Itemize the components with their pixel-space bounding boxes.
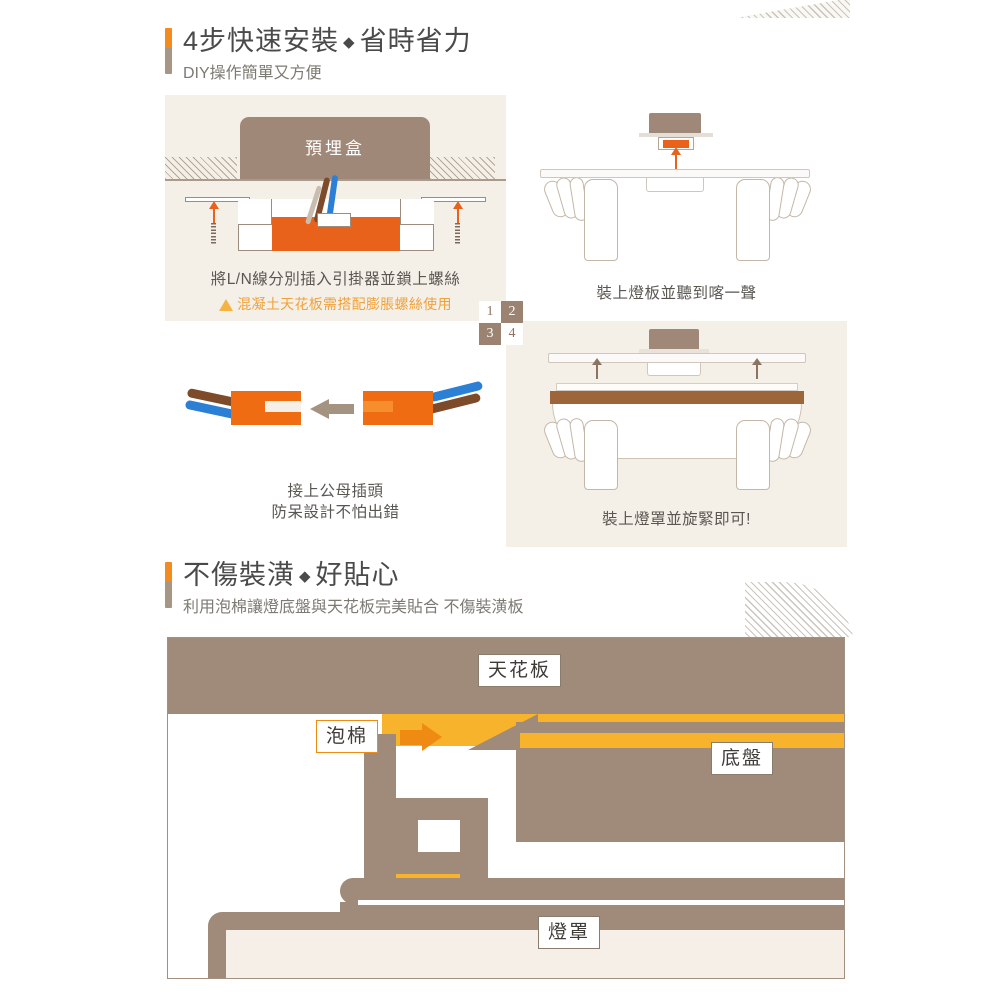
hand4-left-palm xyxy=(584,420,618,490)
step-badge-3[interactable]: 3 xyxy=(479,323,501,345)
section-2-subtitle: 利用泡棉讓燈底盤與天花板完美貼合 不傷裝潢板 xyxy=(183,599,524,616)
foam-arrow-head xyxy=(422,723,442,751)
foam-strip-lower-right xyxy=(520,733,844,748)
section-1-subtitle: DIY操作簡單又方便 xyxy=(183,65,322,82)
foam-arrow-stem xyxy=(400,730,424,745)
male-plug-notch xyxy=(363,401,393,412)
decorative-hatch-top-lines xyxy=(735,0,850,18)
heading-accent-bar-2 xyxy=(165,562,172,608)
cross-section-diagram: 天花板 泡棉 底盤 燈罩 xyxy=(167,637,845,979)
screw-arrow-shaft-left xyxy=(212,209,215,223)
step-1-warning-text: 混凝土天花板需搭配膨脹螺絲使用 xyxy=(237,296,452,312)
screw-arrow-head-right xyxy=(452,201,463,209)
ceiling-rail-4 xyxy=(639,349,709,354)
female-plug-notch xyxy=(265,401,301,412)
lift-arrow-shaft-left xyxy=(596,363,598,379)
step-3-caption-line-2: 防呆設計不怕出錯 xyxy=(271,504,400,521)
hanger-tray-step-left xyxy=(238,199,272,225)
screw-arrow-head-left xyxy=(208,201,219,209)
foam-pointer-arrow xyxy=(400,723,446,752)
lift-arrow-shaft-right xyxy=(756,363,758,379)
light-panel-connector-4 xyxy=(647,363,701,376)
lamp-shade-rim xyxy=(550,391,804,404)
ceiling-rail xyxy=(639,133,713,137)
step-badge-2[interactable]: 2 xyxy=(501,301,523,323)
step-3-caption-line-1: 接上公母插頭 xyxy=(287,483,384,500)
shade-rim-upper xyxy=(340,878,844,904)
section-2-title-part1: 不傷裝潢 xyxy=(183,560,295,590)
step-panel-4: 裝上燈罩並旋緊即可! xyxy=(506,321,847,547)
label-lamp-shade: 燈罩 xyxy=(538,916,601,949)
section-2-title: 不傷裝潢◆好貼心 xyxy=(183,558,523,594)
embedded-box-shape: 預埋盒 xyxy=(240,117,430,180)
section-1-title-part1: 4步快速安裝 xyxy=(183,26,340,56)
lamp-shade-rim-top xyxy=(556,383,798,391)
light-panel xyxy=(540,169,810,178)
decorative-hatch-top xyxy=(735,0,850,18)
step-2-caption: 裝上燈板並聽到喀一聲 xyxy=(596,285,757,302)
join-arrow-head xyxy=(310,399,329,419)
section-1-title: 4步快速安裝◆省時省力 xyxy=(183,24,472,60)
section-1-title-part2: 省時省力 xyxy=(359,26,472,56)
section-2-title-part2: 好貼心 xyxy=(315,560,400,590)
shade-left-margin xyxy=(168,912,208,978)
socket-orange xyxy=(663,140,689,148)
step-badge-4[interactable]: 4 xyxy=(501,323,523,345)
screw-arrow-shaft-right xyxy=(456,209,459,223)
section-1-heading: 4步快速安裝◆省時省力 DIY操作簡單又方便 xyxy=(165,24,472,86)
step-1-warning: 混凝土天花板需搭配膨脹螺絲使用 xyxy=(165,294,506,314)
embedded-box-label: 預埋盒 xyxy=(305,139,365,158)
shade-rim-gap-2 xyxy=(358,900,844,905)
hanger-box-top-4 xyxy=(649,329,699,351)
step-badge-1[interactable]: 1 xyxy=(479,301,501,323)
label-base-plate: 底盤 xyxy=(711,742,774,775)
hand-right-palm xyxy=(736,179,770,261)
hook-arm-bottom xyxy=(396,852,462,874)
insert-arrow-shaft xyxy=(675,155,677,171)
expansion-screw-left xyxy=(211,223,216,245)
heading-accent-bar-1 xyxy=(165,28,172,74)
inner-cavity-right xyxy=(520,842,844,878)
step-panel-3: 接上公母插頭 防呆設計不怕出錯 xyxy=(165,321,506,547)
hanger-tray-step-right xyxy=(400,199,434,225)
lamp-shade-fill xyxy=(226,930,844,978)
step-panel-2: 裝上燈板並聽到喀一聲 xyxy=(506,95,847,321)
step-4-caption: 裝上燈罩並旋緊即可! xyxy=(602,511,751,528)
step-panel-1: 預埋盒 將L/N線分別插入引掛器並鎖上螺絲 混凝土天花板需搭配膨脹螺絲使用 xyxy=(165,95,506,321)
wire-connector xyxy=(317,213,351,227)
warning-triangle-icon xyxy=(219,299,234,311)
join-arrow-shaft xyxy=(328,404,354,414)
ceiling-hatch-left xyxy=(165,157,237,179)
base-plate-under xyxy=(520,748,844,842)
light-panel-4 xyxy=(548,353,806,363)
label-foam: 泡棉 xyxy=(316,720,379,753)
section-2-heading: 不傷裝潢◆好貼心 利用泡棉讓燈底盤與天花板完美貼合 不傷裝潢板 xyxy=(165,558,523,620)
step-number-badges: 1 2 3 4 xyxy=(479,301,523,345)
insert-arrow-head xyxy=(671,147,681,155)
installation-steps-grid: 預埋盒 將L/N線分別插入引掛器並鎖上螺絲 混凝土天花板需搭配膨脹螺絲使用 xyxy=(165,95,847,547)
hand4-right-palm xyxy=(736,420,770,490)
ceiling-hatch-right xyxy=(423,157,495,179)
label-ceiling: 天花板 xyxy=(478,654,562,687)
expansion-screw-right xyxy=(455,223,460,245)
hand-left-palm xyxy=(584,179,618,261)
section-2-title-separator: ◆ xyxy=(299,568,312,585)
light-panel-connector xyxy=(646,178,704,192)
step-1-caption: 將L/N線分別插入引掛器並鎖上螺絲 xyxy=(210,271,461,288)
section-1-title-separator: ◆ xyxy=(343,34,356,51)
lift-arrow-head-left xyxy=(592,358,602,365)
lift-arrow-head-right xyxy=(752,358,762,365)
